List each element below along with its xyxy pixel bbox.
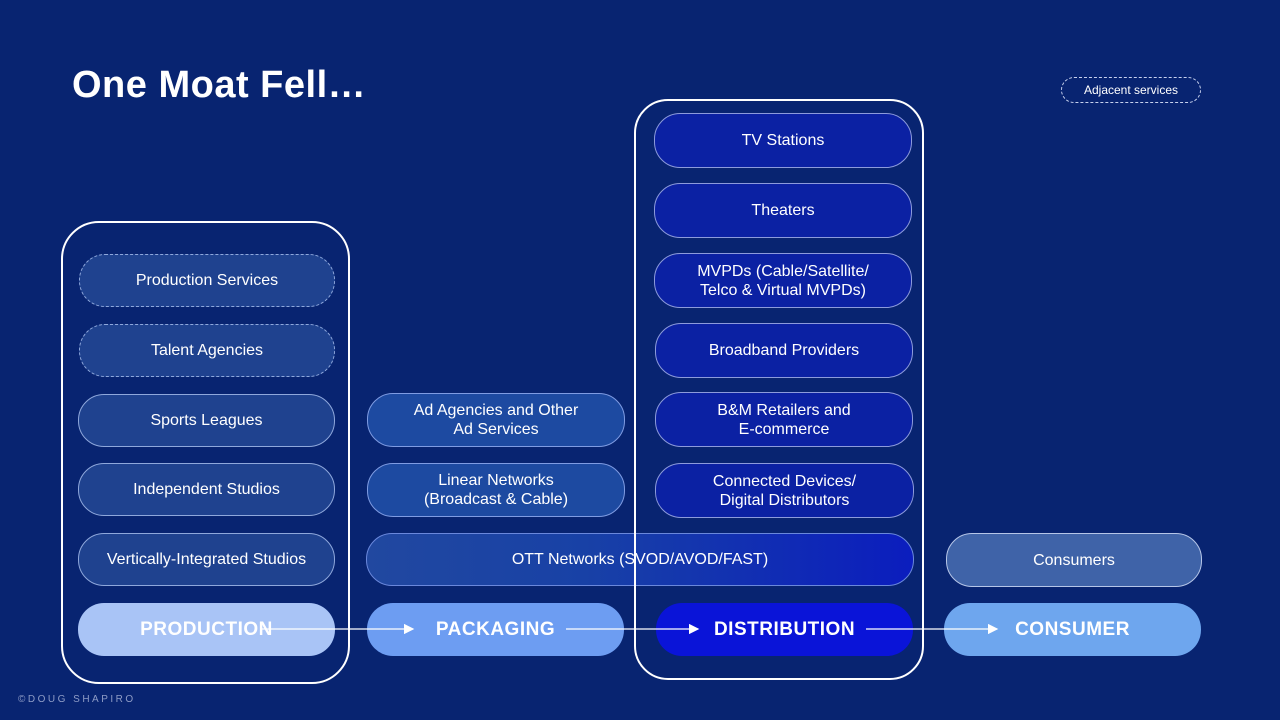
- ott-networks-box: OTT Networks (SVOD/AVOD/FAST): [366, 533, 914, 586]
- independent-studios-box: Independent Studios: [78, 463, 335, 516]
- linear-networks-box: Linear Networks (Broadcast & Cable): [367, 463, 625, 517]
- distribution-moat-outline: [634, 99, 924, 680]
- linear-networks-line-1: Linear Networks: [438, 472, 554, 489]
- connected-devices-box: Connected Devices/ Digital Distributors: [655, 463, 914, 518]
- retailers-line-1: B&M Retailers and: [717, 401, 851, 419]
- connected-devices-line-1: Connected Devices/: [712, 472, 857, 490]
- mvpds-line-2: Telco & Virtual MVPDs): [700, 281, 866, 299]
- broadband-providers-box: Broadband Providers: [655, 323, 913, 378]
- theaters-box: Theaters: [654, 183, 912, 238]
- linear-networks-line-2: (Broadcast & Cable): [423, 491, 569, 508]
- mvpds-line-1: MVPDs (Cable/Satellite/: [697, 262, 869, 280]
- production-services-box: Production Services: [79, 254, 335, 307]
- page-title: One Moat Fell…: [72, 64, 367, 106]
- sports-leagues-box: Sports Leagues: [78, 394, 335, 447]
- connected-devices-line-2: Digital Distributors: [719, 491, 850, 509]
- ad-agencies-line-1: Ad Agencies and Other: [413, 402, 579, 419]
- copyright-footer: ©DOUG SHAPIRO: [18, 694, 136, 705]
- tv-stations-box: TV Stations: [654, 113, 912, 168]
- vertically-integrated-studios-box: Vertically-Integrated Studios: [78, 533, 335, 586]
- production-moat-outline: [61, 221, 350, 684]
- talent-agencies-box: Talent Agencies: [79, 324, 335, 377]
- ad-agencies-line-2: Ad Services: [453, 421, 539, 438]
- ad-agencies-box: Ad Agencies and Other Ad Services: [367, 393, 625, 447]
- retailers-box: B&M Retailers and E-commerce: [655, 392, 913, 447]
- retailers-line-2: E-commerce: [738, 420, 830, 438]
- mvpds-box: MVPDs (Cable/Satellite/ Telco & Virtual …: [654, 253, 912, 308]
- consumers-box: Consumers: [946, 533, 1202, 587]
- legend-adjacent-services: Adjacent services: [1061, 77, 1201, 103]
